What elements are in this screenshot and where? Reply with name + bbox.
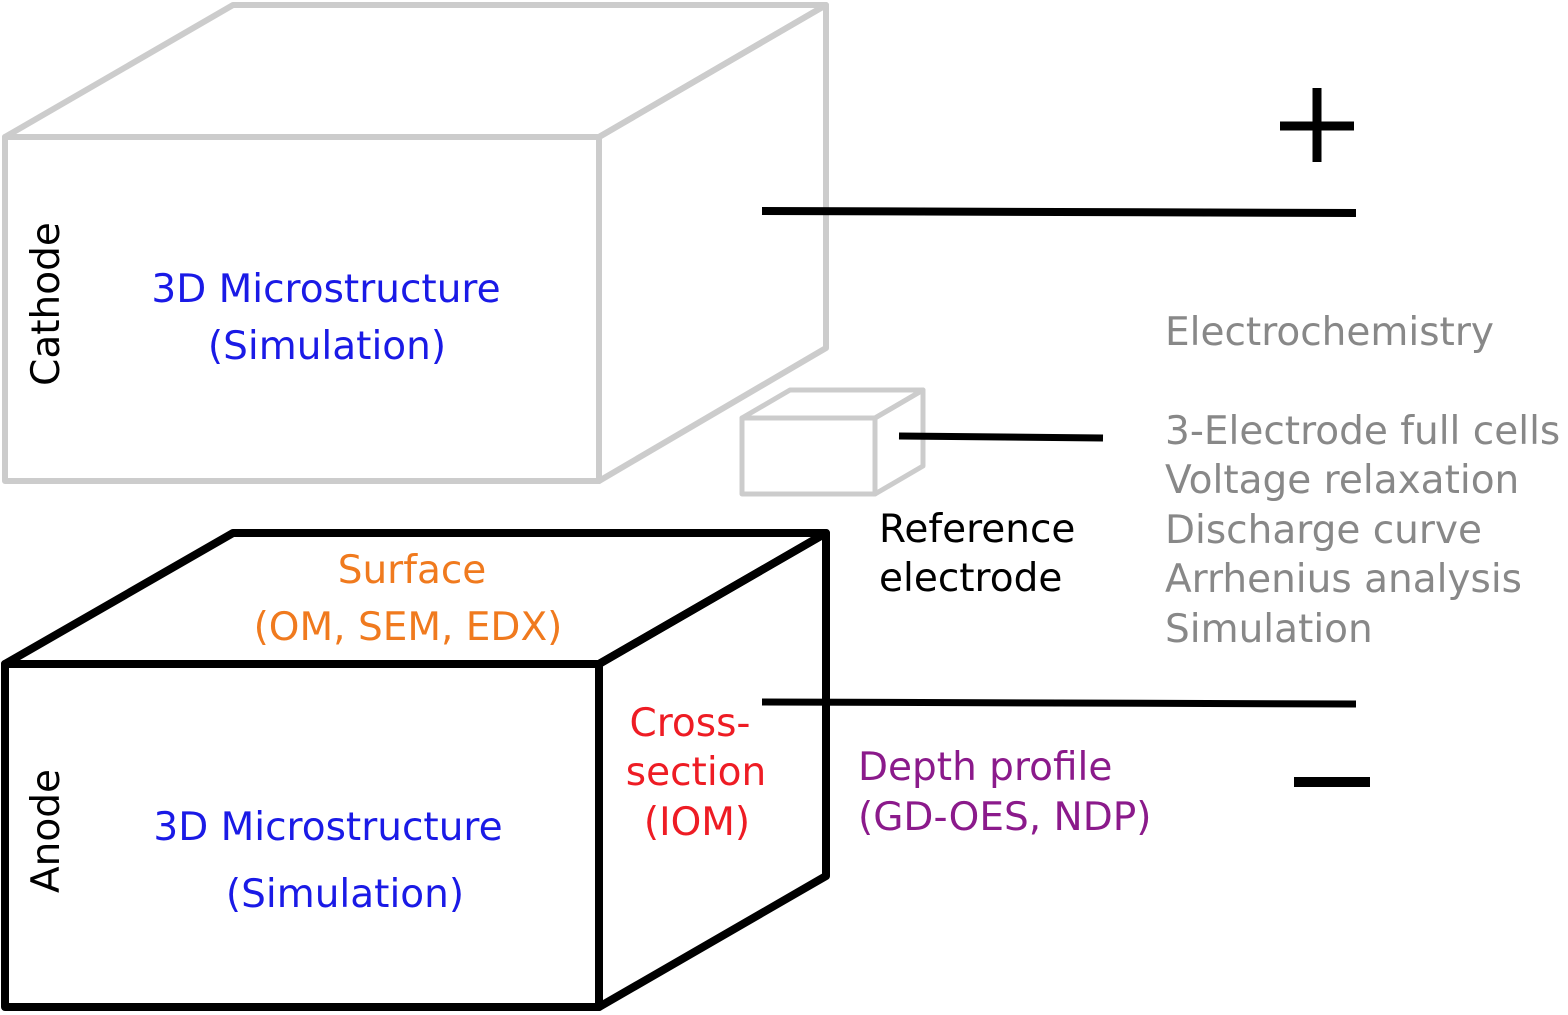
- reference-electrode-line: [898, 432, 1104, 442]
- reference-electrode-box: [739, 387, 926, 497]
- cathode-microstructure-line2: (Simulation): [208, 324, 446, 369]
- depth-profile-label-line2: (GD-OES, NDP): [858, 795, 1151, 840]
- reference-electrode-label-line1: Reference: [879, 507, 1075, 552]
- electrochemistry-item: Simulation: [1165, 607, 1373, 652]
- cross-section-label-line1: Cross-: [630, 701, 751, 746]
- anode-box-side-face: [595, 529, 830, 1011]
- cathode-box: [2, 2, 829, 484]
- cross-section-label-line3: (IOM): [644, 800, 750, 845]
- anode-terminal-line: [761, 698, 1357, 708]
- cathode-label: Cathode: [24, 222, 69, 386]
- plus-terminal-icon: [1280, 88, 1354, 162]
- anode-microstructure-line1: 3D Microstructure: [153, 805, 502, 850]
- electrochemistry-item: 3-Electrode full cells: [1165, 409, 1560, 454]
- electrochemistry-item: Arrhenius analysis: [1165, 557, 1522, 602]
- surface-label-line1: Surface: [338, 548, 487, 593]
- reference-electrode-label-line2: electrode: [879, 556, 1062, 601]
- surface-label-line2: (OM, SEM, EDX): [254, 605, 563, 650]
- cross-section-label-line2: section: [626, 750, 766, 795]
- anode-label: Anode: [24, 769, 69, 893]
- cathode-box-side-face: [596, 2, 829, 484]
- anode-microstructure-line2: (Simulation): [226, 872, 464, 917]
- depth-profile-label-line1: Depth profile: [858, 745, 1112, 790]
- electrochemistry-item: Discharge curve: [1165, 508, 1482, 553]
- cathode-box-top-face: [2, 2, 829, 140]
- cathode-microstructure-line1: 3D Microstructure: [151, 267, 500, 312]
- cathode-terminal-line: [761, 207, 1357, 217]
- electrochemistry-title: Electrochemistry: [1165, 310, 1494, 355]
- electrochemistry-item: Voltage relaxation: [1165, 458, 1519, 503]
- anode-box: [1, 529, 830, 1011]
